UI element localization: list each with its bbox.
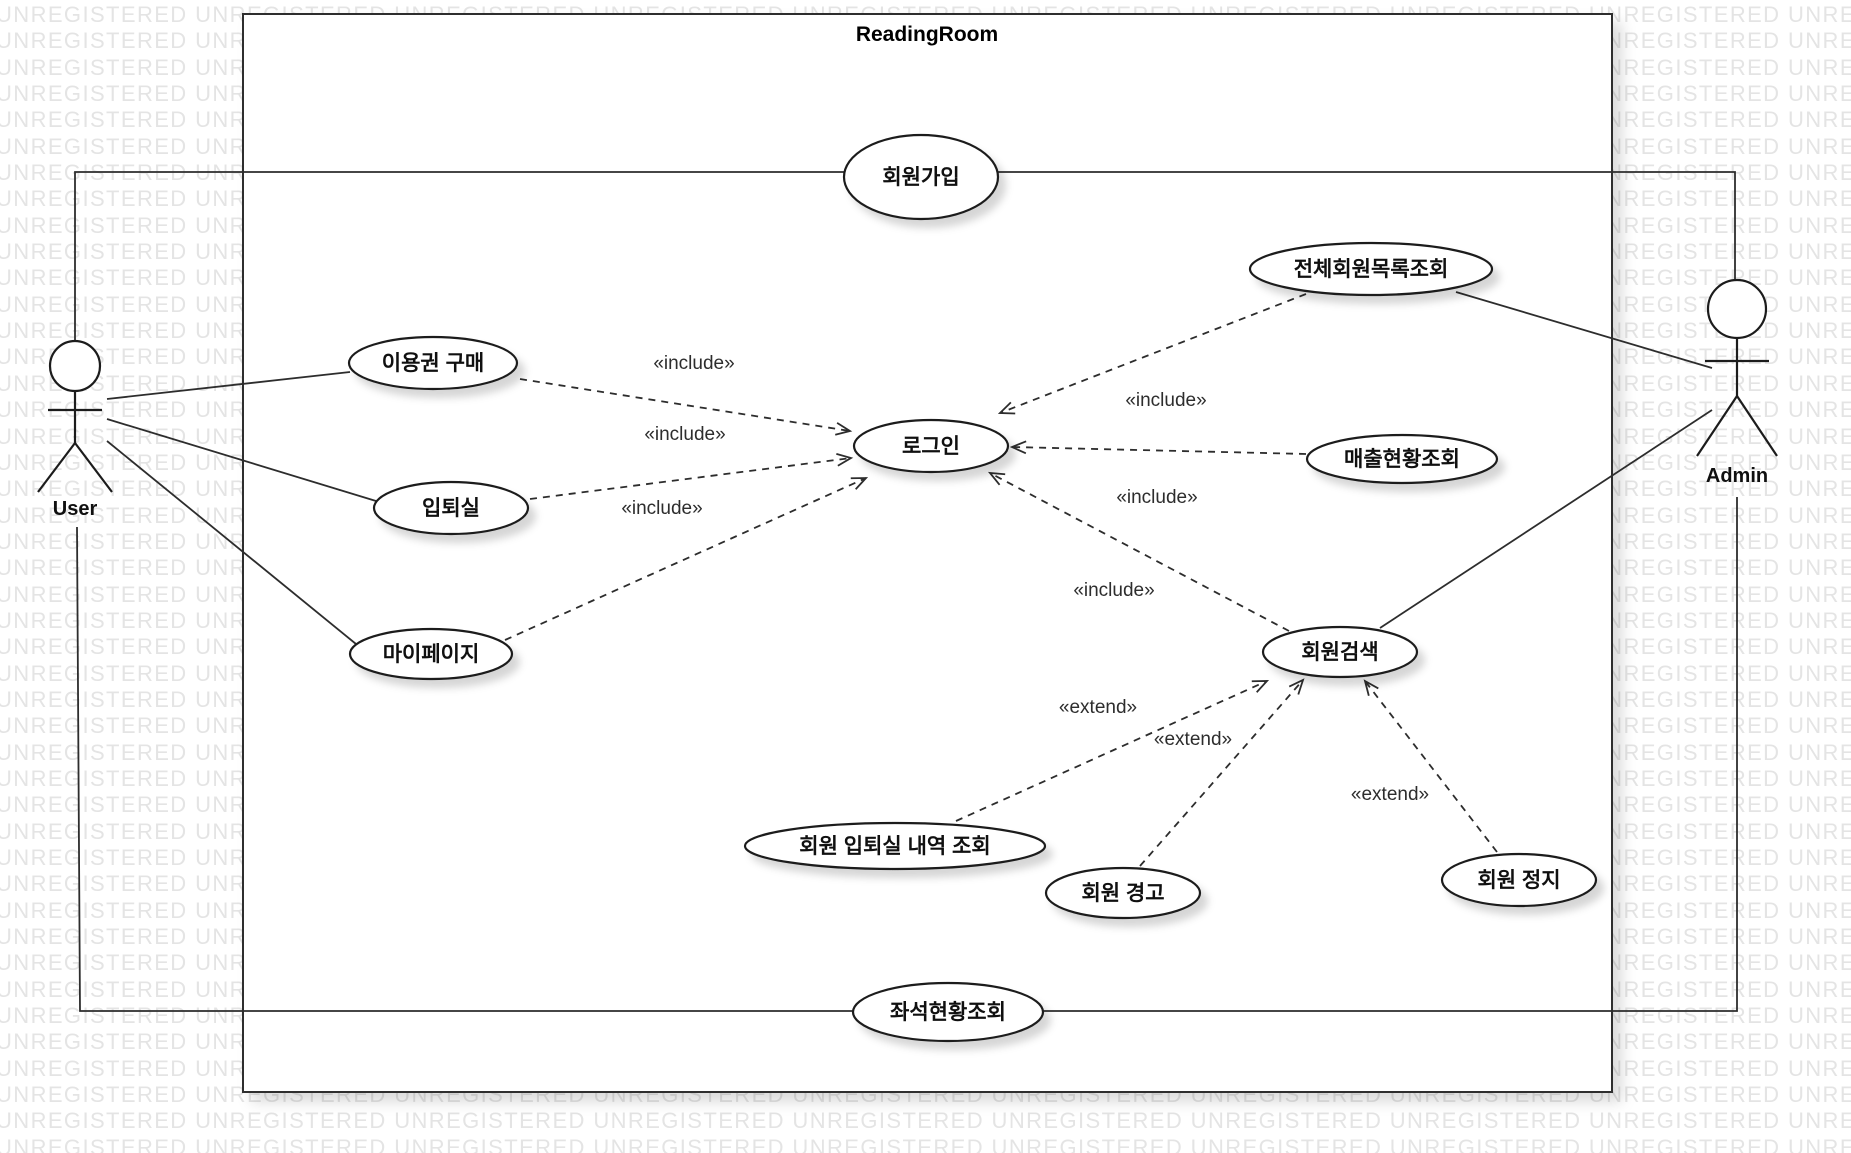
association-admin-seat-status — [1043, 497, 1738, 1012]
use-case-member-warning-label: 회원 경고 — [1081, 882, 1164, 905]
use-case-signup-label: 회원가입 — [882, 166, 959, 189]
use-case-sales-status[interactable]: 매출현황조회 — [1305, 433, 1499, 485]
admin-head — [1706, 278, 1768, 340]
extend-entry-history-member-search — [955, 680, 1270, 822]
association-admin-member-list — [1455, 291, 1713, 369]
association-user-seat-status — [76, 526, 853, 1012]
use-case-seat-status-label: 좌석현황조회 — [890, 1001, 1006, 1024]
extend-member-suspend-member-search — [1363, 679, 1498, 853]
extend-label: «extend» — [1154, 729, 1232, 750]
use-case-member-list-label: 전체회원목록조회 — [1294, 258, 1449, 281]
use-case-enter-exit-label: 입퇴실 — [422, 497, 480, 520]
extend-member-warning-member-search — [1139, 678, 1305, 867]
actor-admin-label: Admin — [1706, 465, 1768, 487]
use-case-login[interactable]: 로그인 — [852, 418, 1010, 474]
use-case-member-search-label: 회원검색 — [1301, 641, 1378, 664]
actor-user[interactable]: User — [37, 339, 113, 520]
extend-label: «extend» — [1351, 784, 1429, 805]
use-case-login-label: 로그인 — [902, 435, 960, 458]
use-case-signup[interactable]: 회원가입 — [842, 133, 1000, 221]
include-label: «include» — [653, 353, 734, 374]
use-case-member-entry-history[interactable]: 회원 입퇴실 내역 조회 — [743, 821, 1047, 871]
include-label: «include» — [644, 424, 725, 445]
use-case-sales-status-label: 매출현황조회 — [1344, 448, 1460, 471]
association-admin-member-search — [1379, 409, 1713, 629]
use-case-my-page-label: 마이페이지 — [383, 643, 480, 666]
use-case-member-suspend-label: 회원 정지 — [1477, 869, 1560, 892]
include-my-page-login — [504, 477, 869, 641]
use-case-member-list[interactable]: 전체회원목록조회 — [1248, 241, 1494, 297]
include-label: «include» — [1125, 390, 1206, 411]
association-user-buy-pass — [106, 371, 351, 400]
association-user-my-page — [106, 440, 357, 645]
use-case-member-suspend[interactable]: 회원 정지 — [1440, 852, 1598, 908]
include-buy-pass-login — [519, 378, 853, 436]
association-user-enter-exit — [106, 418, 377, 502]
use-case-member-search[interactable]: 회원검색 — [1261, 625, 1419, 679]
include-enter-exit-login — [529, 452, 854, 500]
admin-legs — [1696, 395, 1778, 457]
use-case-enter-exit[interactable]: 입퇴실 — [372, 480, 530, 536]
user-head — [48, 339, 102, 393]
include-member-search-login — [987, 471, 1290, 632]
use-case-member-entry-history-label: 회원 입퇴실 내역 조회 — [799, 835, 990, 858]
use-case-buy-pass[interactable]: 이용권 구매 — [347, 335, 519, 391]
include-member-list-login — [997, 293, 1307, 415]
extend-label: «extend» — [1059, 697, 1137, 718]
use-case-member-warning[interactable]: 회원 경고 — [1044, 866, 1202, 920]
user-legs — [37, 442, 113, 493]
include-label: «include» — [1073, 580, 1154, 601]
association-admin-signup — [998, 171, 1736, 281]
use-case-buy-pass-label: 이용권 구매 — [382, 352, 484, 375]
association-user-signup — [74, 171, 844, 341]
include-label: «include» — [1116, 487, 1197, 508]
actor-admin[interactable]: Admin — [1696, 278, 1778, 487]
use-case-my-page[interactable]: 마이페이지 — [348, 627, 514, 681]
use-case-seat-status[interactable]: 좌석현황조회 — [851, 981, 1045, 1043]
include-sales-status-login — [1009, 440, 1307, 455]
include-label: «include» — [621, 498, 702, 519]
actor-user-label: User — [53, 498, 98, 520]
system-title: ReadingRoom — [856, 23, 998, 46]
